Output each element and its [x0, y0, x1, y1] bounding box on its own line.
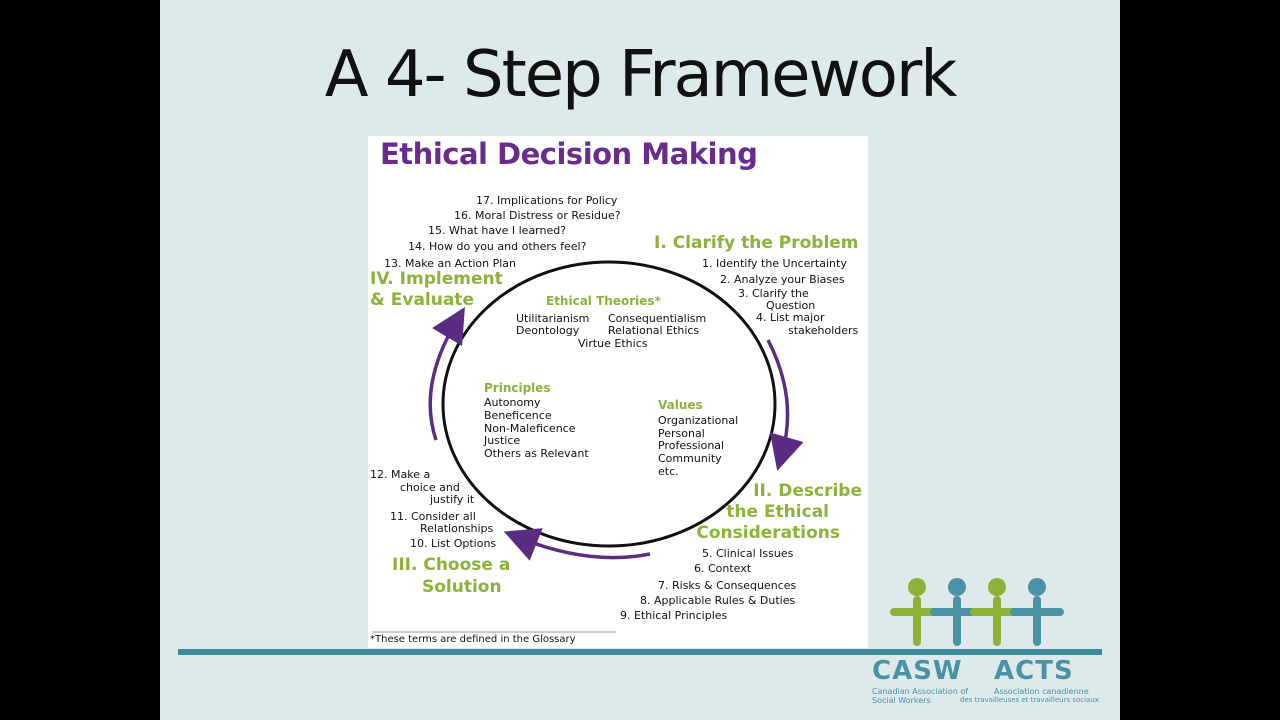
step-4-cont: stakeholders	[788, 324, 859, 337]
arrow-clarify-to-describe	[766, 339, 804, 471]
logo-word-casw: CASW	[872, 656, 963, 686]
people-figures-icon	[890, 578, 1064, 646]
value-professional: Professional	[658, 439, 725, 452]
theory-relational-ethics: Relational Ethics	[608, 324, 700, 337]
theories-heading: Ethical Theories*	[546, 294, 661, 308]
step-15: 15. What have I learned?	[428, 224, 567, 237]
arrow-describe-to-choose	[503, 528, 651, 561]
logo-sub-en-2: Social Workers	[872, 696, 931, 705]
value-etc: etc.	[658, 465, 679, 478]
principle-justice: Justice	[484, 434, 521, 447]
theory-utilitarianism: Utilitarianism	[516, 312, 590, 325]
step-11-cont: Relationships	[420, 522, 494, 535]
value-personal: Personal	[658, 427, 705, 440]
diagram-title: Ethical Decision Making	[380, 137, 758, 171]
principle-others: Others as Relevant	[484, 447, 589, 460]
step-3: 3. Clarify the	[738, 287, 809, 300]
step-14: 14. How do you and others feel?	[408, 240, 587, 253]
step-2: 2. Analyze your Biases	[720, 273, 845, 286]
value-community: Community	[658, 452, 722, 465]
slide-title: A 4- Step Framework	[324, 38, 958, 112]
theory-virtue-ethics: Virtue Ethics	[578, 337, 648, 350]
step-7: 7. Risks & Consequences	[658, 579, 797, 592]
step-13: 13. Make an Action Plan	[384, 257, 517, 270]
step-4: 4. List major	[756, 311, 825, 324]
stage-2-title-line-3: Considerations	[696, 523, 840, 543]
theory-consequentialism: Consequentialism	[608, 312, 707, 325]
logo-sub-en-1: Canadian Association of	[872, 687, 969, 696]
step-17: 17. Implications for Policy	[476, 194, 618, 207]
stage-4-title-line-2: & Evaluate	[370, 290, 474, 310]
slide: A 4- Step Framework Ethical Decision Mak…	[160, 0, 1120, 720]
footnote: *These terms are defined in the Glossary	[370, 634, 576, 645]
diagram-graphics	[372, 260, 804, 633]
step-12: 12. Make a	[370, 468, 431, 481]
step-6: 6. Context	[694, 562, 752, 575]
step-11: 11. Consider all	[390, 510, 476, 523]
stage-3-title-line-1: III. Choose a	[392, 555, 511, 575]
principle-autonomy: Autonomy	[484, 396, 541, 409]
stage-2-title-line-2: the Ethical	[726, 502, 829, 522]
value-organizational: Organizational	[658, 414, 739, 427]
step-3-cont: Question	[766, 299, 816, 312]
theory-deontology: Deontology	[516, 324, 580, 337]
step-16: 16. Moral Distress or Residue?	[454, 209, 621, 222]
step-9: 9. Ethical Principles	[620, 609, 728, 622]
principle-beneficence: Beneficence	[484, 409, 552, 422]
step-5: 5. Clinical Issues	[702, 547, 794, 560]
divider-rule	[178, 649, 1102, 655]
center-circle	[441, 260, 777, 548]
stage-2-title-line-1: II. Describe	[753, 481, 862, 501]
principles-heading: Principles	[484, 381, 551, 395]
logo-sub-fr-1: Association canadienne	[994, 687, 1089, 696]
step-12-cont-2: justify it	[430, 493, 475, 506]
principle-non-maleficence: Non-Maleficence	[484, 422, 576, 435]
step-10: 10. List Options	[410, 537, 497, 550]
step-12-cont-1: choice and	[400, 481, 460, 494]
step-1: 1. Identify the Uncertainty	[702, 257, 847, 270]
logo-word-acts: ACTS	[994, 656, 1074, 686]
logo-sub-fr-2: des travailleuses et travailleurs sociau…	[960, 696, 1099, 704]
stage-1-title: I. Clarify the Problem	[654, 233, 859, 253]
ethical-decision-diagram: Ethical Decision Making 17. Implications…	[368, 136, 868, 648]
arrow-choose-to-implement	[428, 306, 465, 441]
casw-acts-logo: CASW ACTS Canadian Association of Social…	[872, 572, 1102, 720]
step-8: 8. Applicable Rules & Duties	[640, 594, 796, 607]
stage-4-title-line-1: IV. Implement	[370, 269, 503, 289]
values-heading: Values	[658, 398, 703, 412]
stage-3-title-line-2: Solution	[422, 577, 502, 597]
